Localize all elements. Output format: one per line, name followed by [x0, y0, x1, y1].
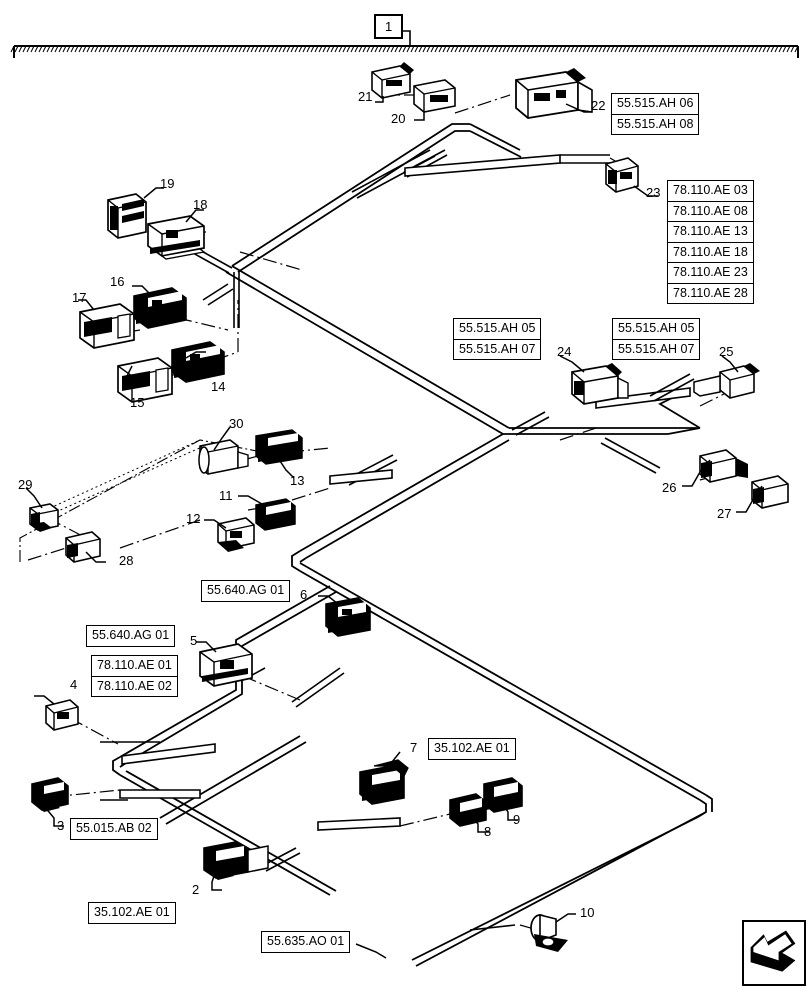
connector-3	[31, 777, 69, 812]
item-number-17: 17	[72, 290, 87, 305]
item-number-29: 29	[18, 477, 33, 492]
item-number-5: 5	[190, 633, 198, 648]
connector-6	[325, 597, 371, 637]
connector-25	[693, 363, 760, 399]
part-code: 78.110.AE 28	[673, 285, 748, 300]
part-code: 78.110.AE 03	[668, 181, 753, 202]
connector-28	[65, 531, 101, 563]
part-callout-25: 55.515.AH 05 55.515.AH 07	[612, 318, 701, 360]
item-number-6: 6	[300, 587, 308, 602]
view-direction-icon-box	[742, 920, 806, 986]
connector-7	[359, 759, 409, 805]
figure-id-box: 1	[374, 14, 404, 39]
connector-29	[29, 503, 59, 532]
connector-20	[413, 79, 456, 113]
part-callout-10: 55.635.AO 01	[261, 931, 351, 953]
connector-17	[79, 303, 135, 349]
connector-9	[483, 777, 523, 813]
item-number-8: 8	[484, 824, 492, 839]
item-number-24: 24	[557, 344, 572, 359]
part-callout-7: 35.102.AE 01	[428, 738, 516, 760]
part-callout-23: 78.110.AE 03 78.110.AE 08 78.110.AE 13 7…	[667, 180, 754, 304]
connector-26	[699, 449, 748, 483]
item-number-9: 9	[513, 812, 521, 827]
part-code: 55.515.AH 06	[612, 94, 699, 115]
connector-14	[171, 341, 225, 383]
part-code: 55.515.AH 05	[613, 319, 700, 340]
part-callout-2: 35.102.AE 01	[88, 902, 176, 924]
item-number-22: 22	[591, 98, 606, 113]
item-number-21: 21	[358, 89, 373, 104]
figure-leader	[401, 30, 411, 46]
part-code: 55.015.AB 02	[76, 821, 152, 835]
item-number-11: 11	[219, 488, 233, 503]
part-callout-22: 55.515.AH 06 55.515.AH 08	[611, 93, 700, 135]
part-callout-5: 55.640.AG 01	[86, 625, 176, 647]
part-code: 55.640.AG 01	[207, 583, 285, 597]
harness-trunk	[112, 123, 713, 967]
connector-2	[203, 841, 269, 880]
part-code: 78.110.AE 01	[92, 656, 177, 677]
item-leaders	[25, 96, 763, 959]
part-code: 78.110.AE 23	[668, 263, 753, 284]
connector-21	[371, 62, 414, 99]
item-number-2: 2	[192, 882, 200, 897]
connector-24	[571, 363, 629, 405]
part-code: 35.102.AE 01	[434, 741, 510, 755]
connector-13	[255, 429, 303, 465]
connector-8	[449, 793, 487, 827]
part-code: 55.515.AH 07	[618, 341, 695, 356]
item-number-16: 16	[110, 274, 125, 289]
part-code: 55.515.AH 07	[459, 341, 536, 356]
connector-4	[45, 699, 79, 731]
part-callout-6: 55.640.AG 01	[201, 580, 291, 602]
connector-19	[107, 193, 147, 239]
part-code: 78.110.AE 08	[668, 202, 753, 222]
part-code: 55.635.AO 01	[267, 934, 345, 948]
part-callout-3: 55.015.AB 02	[70, 818, 158, 840]
part-code: 78.110.AE 13	[668, 222, 753, 243]
item-number-27: 27	[717, 506, 732, 521]
item-number-18: 18	[193, 197, 208, 212]
connector-11	[255, 498, 296, 531]
item-number-10: 10	[580, 905, 595, 920]
sheet-border	[10, 45, 799, 58]
item-number-25: 25	[719, 344, 734, 359]
connector-12	[217, 517, 255, 552]
part-callout-24: 55.515.AH 05 55.515.AH 07	[453, 318, 542, 360]
item-number-4: 4	[70, 677, 78, 692]
item-number-3: 3	[57, 818, 65, 833]
item-number-30: 30	[229, 416, 244, 431]
part-code: 78.110.AE 18	[668, 243, 753, 263]
item-number-14: 14	[211, 379, 226, 394]
connector-16	[133, 287, 187, 329]
connector-10-grommet	[530, 913, 568, 952]
part-code: 55.640.AG 01	[92, 628, 170, 642]
connector-18	[147, 215, 206, 260]
connector-15	[117, 357, 173, 403]
item-number-13: 13	[290, 473, 305, 488]
part-code: 35.102.AE 01	[94, 905, 170, 919]
item-number-23: 23	[646, 185, 661, 200]
item-number-20: 20	[391, 111, 406, 126]
connector-30	[198, 439, 249, 475]
item-number-19: 19	[160, 176, 175, 191]
harness-stubs	[100, 149, 695, 931]
arrow-direction-icon	[750, 930, 796, 972]
item-number-12: 12	[186, 511, 201, 526]
item-number-15: 15	[130, 395, 145, 410]
part-code: 78.110.AE 02	[97, 678, 172, 693]
part-code: 55.515.AH 05	[454, 319, 541, 340]
connector-23	[605, 157, 639, 193]
item-number-28: 28	[119, 553, 134, 568]
part-code: 55.515.AH 08	[617, 116, 694, 131]
connector-5	[199, 643, 253, 687]
part-callout-4: 78.110.AE 01 78.110.AE 02	[91, 655, 178, 697]
figure-id-label: 1	[385, 19, 393, 34]
item-number-7: 7	[410, 740, 418, 755]
alignment-guides	[49, 439, 205, 513]
item-number-26: 26	[662, 480, 677, 495]
